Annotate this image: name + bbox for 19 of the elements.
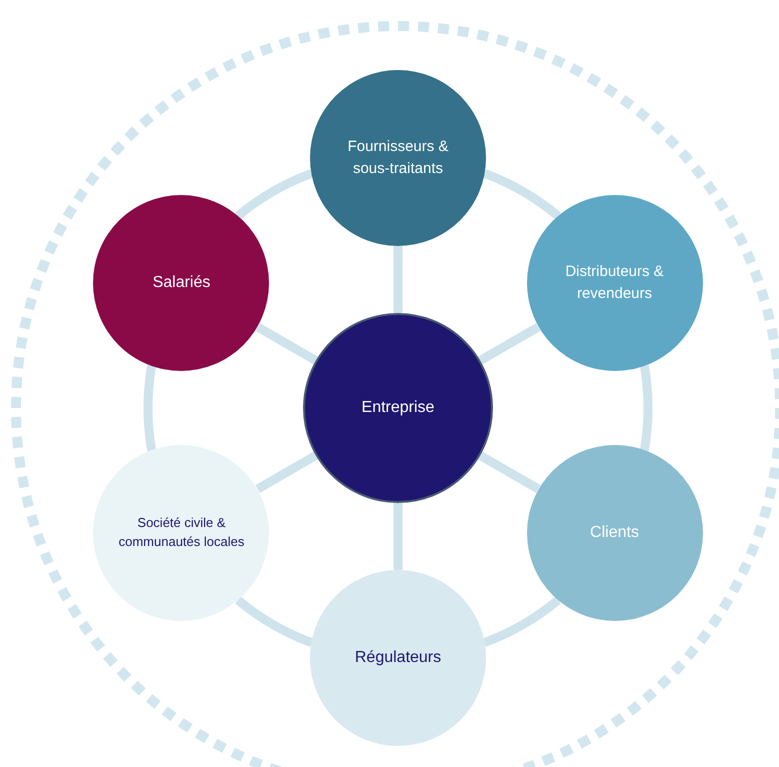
connector-line — [235, 169, 314, 220]
connector-line — [478, 452, 541, 493]
connector-line — [482, 596, 561, 647]
connector-line — [144, 364, 156, 452]
connector-line — [255, 323, 318, 364]
node-label: Salariés — [152, 273, 212, 294]
node-label: Entreprise — [360, 398, 436, 418]
node-label: Distributeurs & revendeurs — [564, 262, 665, 304]
connector-line — [255, 452, 318, 493]
node-label: Clients — [589, 523, 640, 544]
connector-line — [478, 323, 541, 364]
connector-line — [640, 364, 652, 452]
node-label: Société civile & communautés locales — [118, 514, 246, 551]
connector-line — [482, 169, 561, 220]
connector-line — [394, 503, 402, 570]
node-label: Fournisseurs & sous-traitants — [346, 137, 450, 179]
connector-line — [394, 246, 402, 313]
connector-line — [235, 596, 314, 647]
node-label: Régulateurs — [354, 648, 442, 668]
